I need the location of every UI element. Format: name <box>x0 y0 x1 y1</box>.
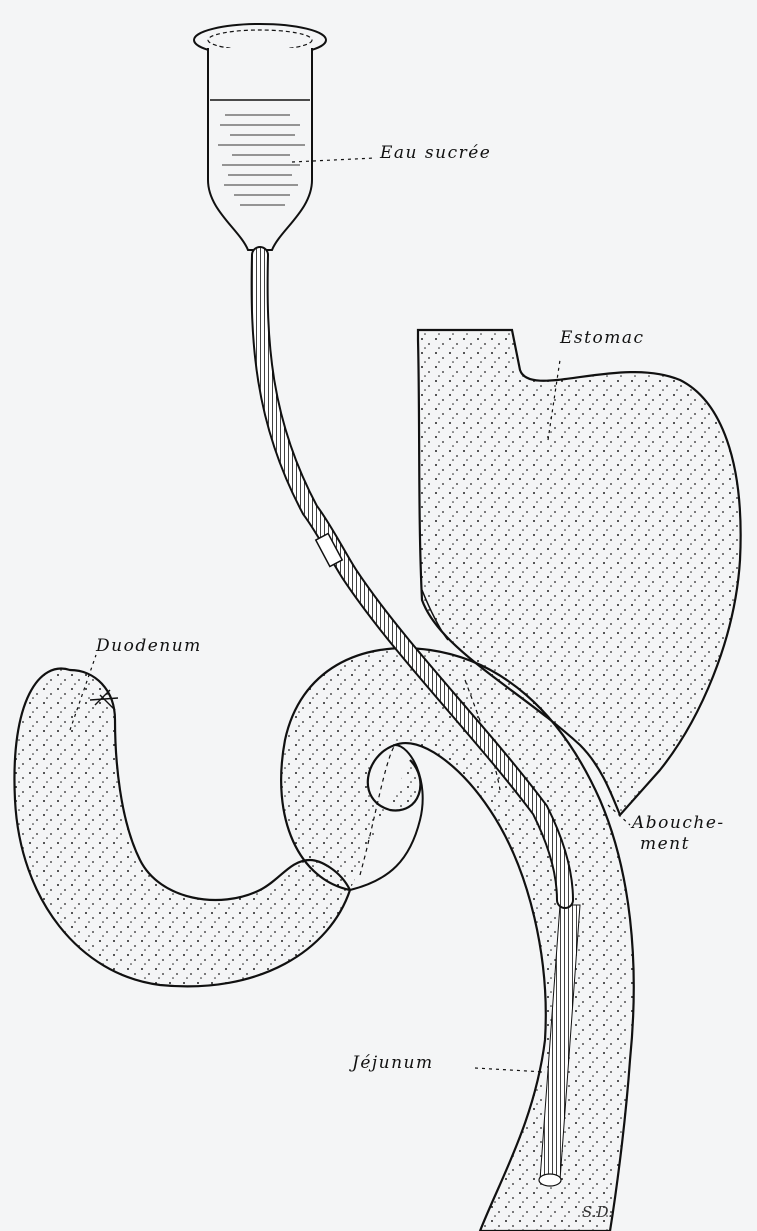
label-duodenum: Duodenum <box>96 638 202 656</box>
funnel <box>194 24 326 250</box>
label-abouchement-line2: ment <box>640 836 690 854</box>
artist-signature: S.D. <box>582 1203 613 1221</box>
label-jejunum: Jéjunum <box>352 1055 434 1073</box>
label-estomac: Estomac <box>560 330 644 348</box>
label-abouchement-line1: Abouche- <box>632 815 725 833</box>
jejunum-tube-end <box>539 1174 561 1186</box>
label-eau-sucree: Eau sucrée <box>380 145 491 163</box>
